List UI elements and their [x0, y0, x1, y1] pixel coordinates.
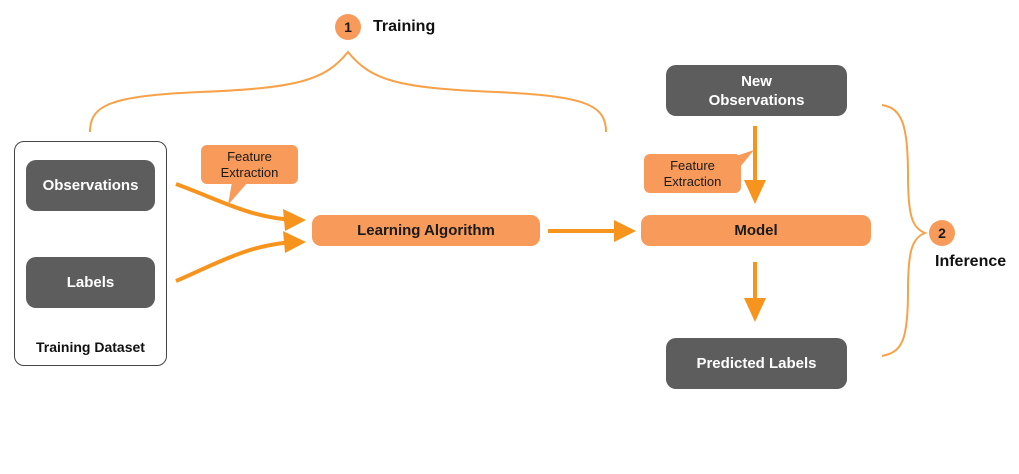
model-to-predicted-arrowhead [744, 298, 766, 322]
observations-label: Observations [42, 177, 139, 194]
labels-label: Labels [66, 274, 115, 291]
training-dataset-label: Training Dataset [36, 339, 145, 355]
learning-algorithm-label: Learning Algorithm [357, 222, 495, 239]
observations-box[interactable]: Observations [26, 160, 155, 211]
inference-title: Inference [935, 253, 1007, 270]
feature-extraction-left-line1: Feature [227, 148, 272, 164]
observations-arrowhead [283, 209, 306, 231]
feature-extraction-right-line2: Extraction [663, 173, 722, 189]
feature-extraction-left-callout: Feature Extraction [201, 145, 298, 184]
model-box[interactable]: Model [641, 215, 871, 246]
feature-extraction-right-line1: Feature [670, 157, 715, 173]
training-dataset-frame [14, 141, 167, 366]
algorithm-to-model-arrowhead [614, 220, 636, 242]
training-brace [89, 50, 607, 133]
new-observations-box[interactable]: New Observations [666, 65, 847, 116]
feature-extraction-right-callout: Feature Extraction [644, 154, 741, 193]
labels-to-algorithm-arrow [175, 240, 297, 283]
training-step-badge: 1 [335, 14, 361, 40]
new-observations-arrowhead [744, 180, 766, 204]
predicted-labels-label: Predicted Labels [696, 355, 817, 372]
training-step-number: 1 [344, 19, 352, 35]
inference-step-number: 2 [938, 225, 946, 241]
model-label: Model [734, 222, 778, 239]
labels-arrowhead [283, 231, 306, 253]
inference-step-badge: 2 [929, 220, 955, 246]
labels-box[interactable]: Labels [26, 257, 155, 308]
feature-extraction-left-tail [228, 182, 248, 205]
observations-to-algorithm-arrow [175, 182, 299, 225]
feature-extraction-left-line2: Extraction [220, 164, 279, 180]
predicted-labels-box[interactable]: Predicted Labels [666, 338, 847, 389]
new-observations-line2: Observations [708, 91, 805, 109]
new-observations-line1: New [741, 72, 772, 90]
inference-brace [881, 104, 928, 357]
training-title: Training [373, 18, 436, 35]
learning-algorithm-box[interactable]: Learning Algorithm [312, 215, 540, 246]
